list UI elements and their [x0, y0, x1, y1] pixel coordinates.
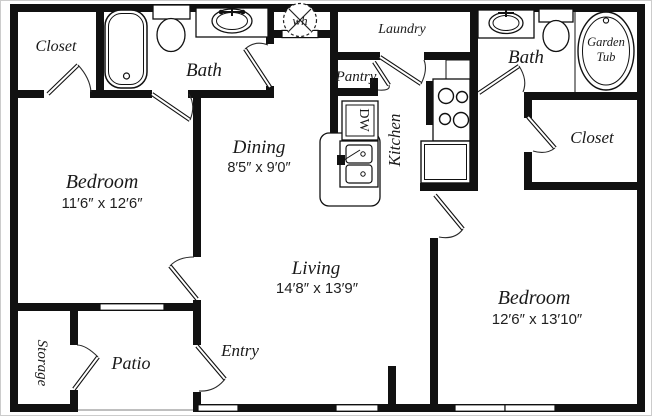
toilet-left-icon — [152, 4, 191, 53]
garden-tub-icon — [574, 11, 635, 92]
window-patio — [99, 303, 165, 311]
water-heater-icon: wh — [282, 2, 318, 38]
window-bedroom-right-a — [454, 404, 506, 412]
laundry-label: Laundry — [377, 22, 426, 37]
window-living-right — [335, 404, 379, 412]
door-entry — [195, 344, 227, 392]
refrigerator-icon — [420, 140, 471, 184]
door-closet-right — [526, 115, 557, 154]
bedroom-left-dims: 11′6″ x 12′6″ — [61, 195, 143, 212]
door-laundry — [378, 55, 427, 86]
pantry-label: Pantry — [335, 69, 377, 85]
window-living-left — [197, 404, 239, 412]
water-heater-label: wh — [292, 13, 307, 28]
dining-label: Dining — [232, 137, 286, 158]
sink-right-icon — [477, 9, 535, 39]
door-bath-right — [477, 64, 526, 95]
bedroom-left-label: Bedroom — [66, 171, 139, 193]
door-bath-left-to-bedroom — [150, 92, 194, 122]
entry-label: Entry — [220, 341, 259, 360]
sink-left-icon — [195, 7, 269, 38]
living-label: Living — [291, 258, 341, 279]
door-closet-top-left — [46, 63, 92, 96]
kitchen-label: Kitchen — [385, 114, 404, 168]
patio-label: Patio — [111, 353, 151, 373]
toilet-right-icon — [538, 8, 574, 53]
stove-icon — [426, 59, 471, 142]
bathtub-icon — [104, 9, 148, 89]
door-storage — [72, 344, 100, 391]
door-bath-left-main — [243, 42, 272, 89]
door-bedroom-right — [433, 193, 465, 239]
garden-tub-label-line2: Tub — [597, 50, 616, 64]
bedroom-right-label: Bedroom — [498, 287, 571, 309]
bath-right-label: Bath — [508, 47, 544, 68]
bedroom-right-dims: 12′6″ x 13′10″ — [492, 311, 583, 328]
closet-top-left-label: Closet — [36, 38, 77, 55]
garden-tub-label-line1: Garden — [587, 35, 625, 49]
closet-right-label: Closet — [570, 128, 615, 147]
dishwasher-icon: DW — [341, 100, 379, 141]
door-pantry — [372, 60, 391, 91]
window-bedroom-right-b — [504, 404, 556, 412]
bath-left-label: Bath — [186, 60, 222, 81]
dishwasher-label: DW — [356, 108, 371, 132]
storage-label: Storage — [34, 340, 50, 387]
door-bedroom-left — [168, 256, 199, 301]
walls — [10, 4, 645, 412]
dining-dims: 8′5″ x 9′0″ — [227, 160, 290, 176]
living-dims: 14′8″ x 13′9″ — [276, 280, 359, 297]
kitchen-sink-icon — [337, 140, 379, 188]
